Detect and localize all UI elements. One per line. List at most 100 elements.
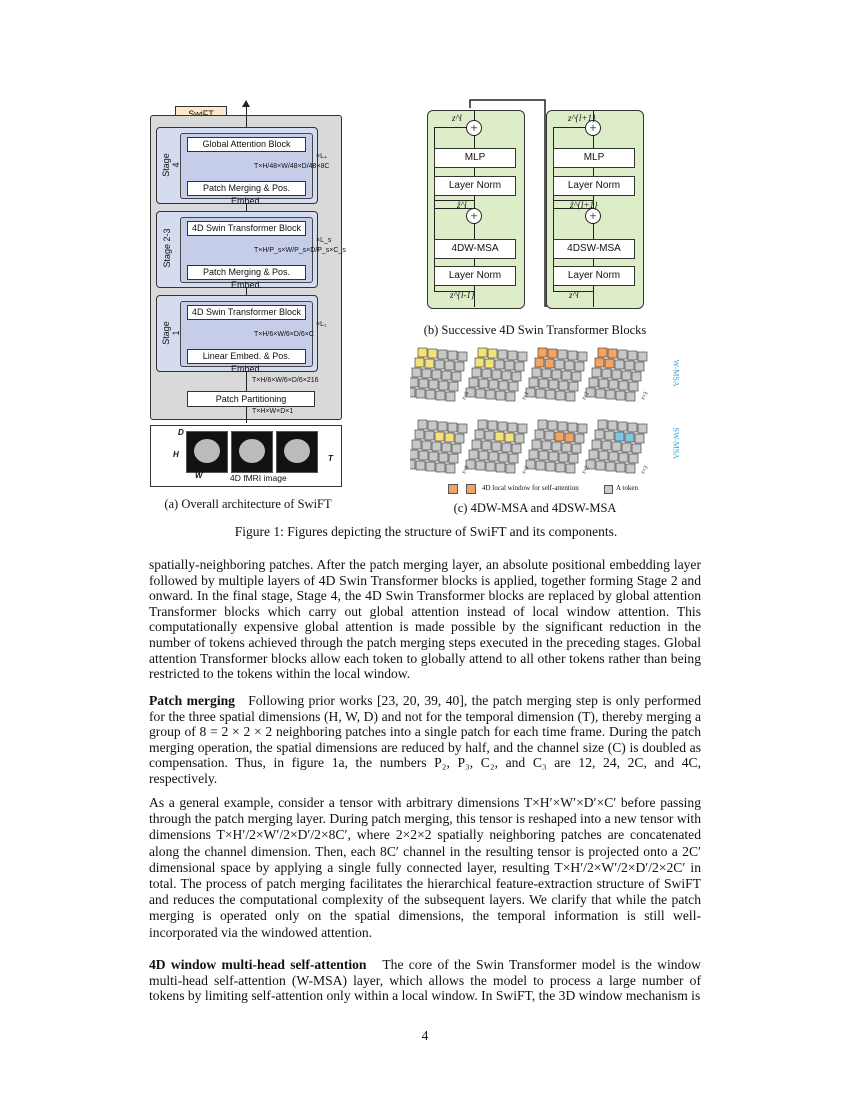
token-cube bbox=[637, 351, 648, 362]
token-cube bbox=[574, 361, 585, 372]
token-cube bbox=[531, 439, 542, 450]
legend-token-icon bbox=[604, 485, 613, 494]
token-cube bbox=[488, 379, 499, 390]
token-cube bbox=[571, 371, 582, 382]
right-z-in: z^l bbox=[569, 290, 579, 300]
token-cube bbox=[517, 423, 528, 434]
fmri-volume-1 bbox=[186, 431, 228, 473]
token-cube bbox=[431, 369, 442, 380]
token-cube bbox=[454, 433, 465, 444]
token-cube bbox=[425, 389, 436, 400]
left-layernorm-1: Layer Norm bbox=[434, 266, 516, 286]
token-cube bbox=[435, 390, 446, 401]
token-cube bbox=[444, 360, 455, 371]
left-add-node-top: + bbox=[466, 120, 482, 136]
token-cube bbox=[534, 429, 545, 440]
token-cube bbox=[547, 420, 558, 431]
token-cube bbox=[594, 357, 605, 368]
token-cube bbox=[495, 462, 506, 473]
token-cube bbox=[498, 452, 509, 463]
token-cube bbox=[574, 433, 585, 444]
token-cube bbox=[585, 387, 596, 398]
token-cube bbox=[517, 351, 528, 362]
token-cube bbox=[591, 367, 602, 378]
axis-d-label: D bbox=[178, 428, 184, 437]
token-cube bbox=[441, 442, 452, 453]
right-4dsw-msa-box: 4DSW-MSA bbox=[553, 239, 635, 259]
token-cube bbox=[607, 420, 618, 431]
token-cube bbox=[507, 350, 518, 361]
token-cube bbox=[410, 459, 416, 470]
token-cube bbox=[415, 460, 426, 471]
fmri-volume-2 bbox=[231, 431, 273, 473]
token-cube bbox=[621, 442, 632, 453]
w-msa-side-label: W-MSA bbox=[671, 359, 681, 387]
token-cube bbox=[628, 453, 639, 464]
token-cube bbox=[501, 370, 512, 381]
token-cube bbox=[485, 461, 496, 472]
token-cube bbox=[577, 423, 588, 434]
token-cube bbox=[628, 381, 639, 392]
token-cube bbox=[541, 368, 552, 379]
token-cube bbox=[418, 450, 429, 461]
heading-patch-merging: Patch merging bbox=[149, 693, 235, 708]
paragraph-merging-example: As a general example, consider a tensor … bbox=[149, 795, 701, 940]
sw-msa-side-label: SW-MSA bbox=[671, 427, 681, 460]
token-cube bbox=[471, 367, 482, 378]
token-cube bbox=[615, 462, 626, 473]
token-cube bbox=[474, 429, 485, 440]
token-cube bbox=[475, 388, 486, 399]
token-cube bbox=[625, 463, 636, 474]
stage23-dimension: T×H/P_s×W/P_s×D/P_s×C_s bbox=[254, 247, 346, 254]
partition-dimension: T×H/6×W/6×D/6×216 bbox=[252, 377, 319, 384]
token-cube bbox=[627, 350, 638, 361]
token-cube bbox=[637, 423, 648, 434]
token-cube bbox=[614, 431, 625, 442]
token-cube bbox=[565, 463, 576, 474]
token-cube bbox=[604, 358, 615, 369]
token-cube bbox=[465, 387, 476, 398]
token-cube bbox=[415, 388, 426, 399]
token-cube bbox=[457, 351, 468, 362]
token-cube bbox=[528, 377, 539, 388]
window-cube-grid bbox=[410, 347, 648, 474]
token-cube bbox=[588, 449, 599, 460]
token-cube bbox=[421, 368, 432, 379]
legend-token-label: A token bbox=[616, 484, 638, 492]
token-cube bbox=[547, 348, 558, 359]
token-cube bbox=[597, 347, 608, 358]
token-cube bbox=[411, 439, 422, 450]
token-cube bbox=[544, 358, 555, 369]
token-cube bbox=[618, 452, 629, 463]
token-cube bbox=[627, 422, 638, 433]
token-cube bbox=[495, 390, 506, 401]
paragraph-stage-overview: spatially-neighboring patches. After the… bbox=[149, 557, 701, 682]
token-cube bbox=[561, 370, 572, 381]
stage4-label: Stage 4 bbox=[161, 153, 181, 177]
right-layernorm-1: Layer Norm bbox=[553, 266, 635, 286]
token-cube bbox=[544, 430, 555, 441]
token-cube bbox=[538, 450, 549, 461]
token-cube bbox=[438, 452, 449, 463]
axis-h-label: H bbox=[173, 450, 179, 459]
token-cube bbox=[505, 391, 516, 402]
right-skip-2 bbox=[553, 127, 594, 209]
token-cube bbox=[468, 449, 479, 460]
token-cube bbox=[494, 359, 505, 370]
token-cube bbox=[474, 357, 485, 368]
token-cube bbox=[481, 440, 492, 451]
window-attention-text: The core of the Swin Transformer model i… bbox=[149, 957, 701, 1004]
token-cube bbox=[468, 377, 479, 388]
token-cube bbox=[435, 462, 446, 473]
token-cube bbox=[478, 378, 489, 389]
token-cube bbox=[441, 370, 452, 381]
token-cube bbox=[508, 453, 519, 464]
token-cube bbox=[608, 379, 619, 390]
token-cube bbox=[558, 380, 569, 391]
token-cube bbox=[487, 420, 498, 431]
token-cube bbox=[424, 358, 435, 369]
token-cube bbox=[545, 461, 556, 472]
heading-window-attention: 4D window multi-head self-attention bbox=[149, 957, 367, 972]
token-cube bbox=[471, 439, 482, 450]
token-cube bbox=[447, 350, 458, 361]
